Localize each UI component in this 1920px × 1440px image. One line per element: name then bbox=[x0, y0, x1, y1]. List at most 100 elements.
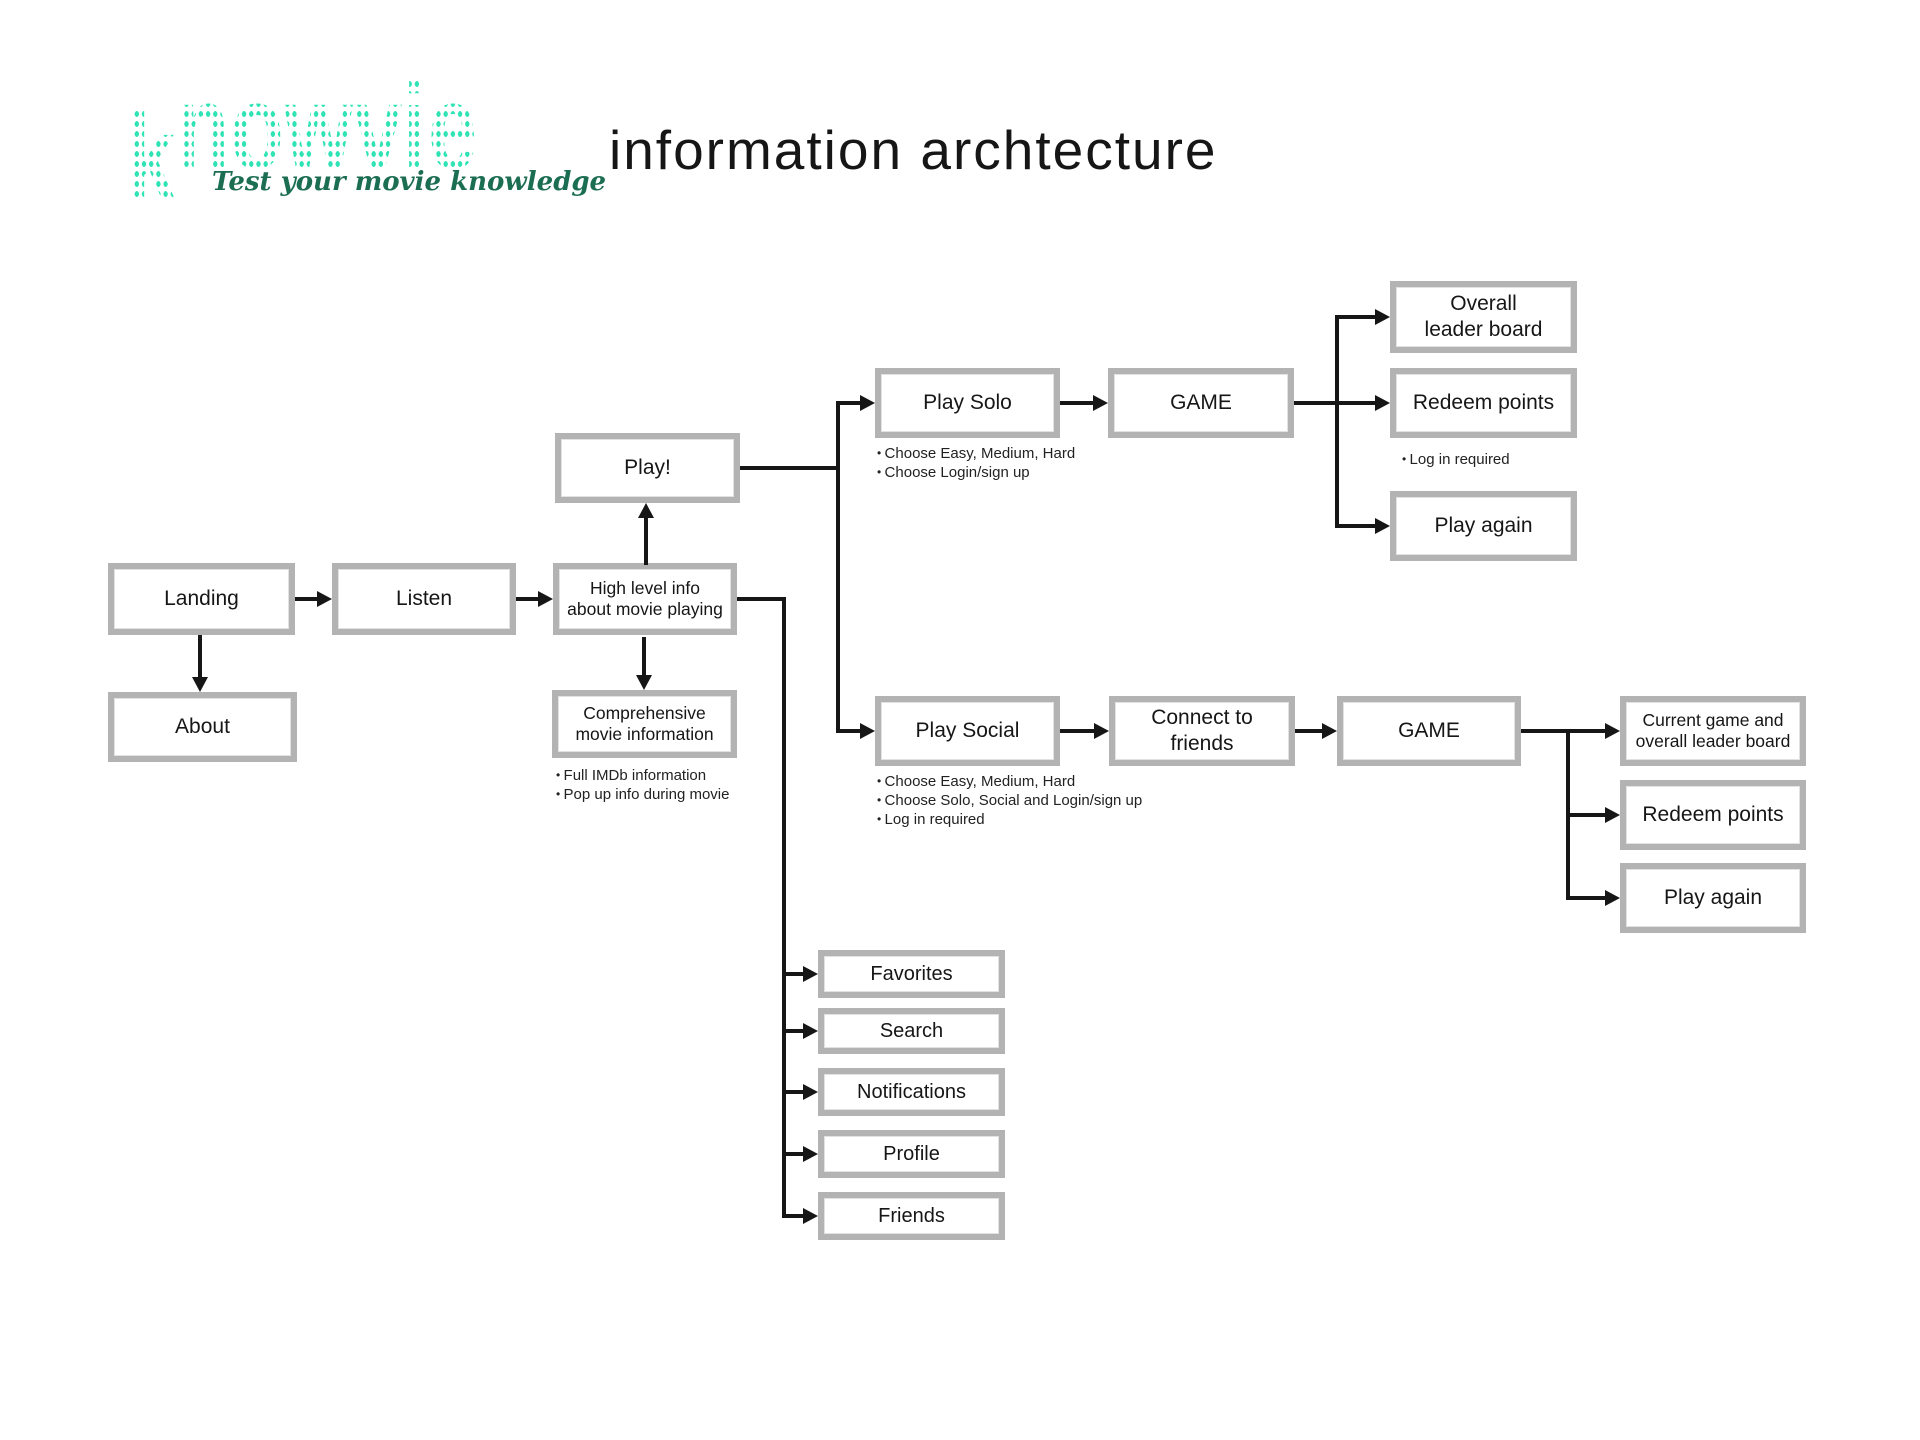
node-redeem-points-social: Redeem points bbox=[1620, 780, 1806, 850]
node-play-solo: Play Solo bbox=[875, 368, 1060, 438]
node-label-line2: overall leader board bbox=[1635, 731, 1791, 751]
arrow-into-comprehensive bbox=[636, 675, 652, 690]
arrow-into-redeem-solo bbox=[1375, 395, 1390, 411]
node-label: Redeem points bbox=[1412, 391, 1555, 415]
arrow-into-listen bbox=[317, 591, 332, 607]
node-listen: Listen bbox=[332, 563, 516, 635]
note-line: Log in required bbox=[877, 810, 1142, 829]
node-overall-leader-board: Overall leader board bbox=[1390, 281, 1577, 353]
connector-branch-playsocial bbox=[840, 729, 862, 733]
connector-branch-overall-leader bbox=[1339, 315, 1376, 319]
connector-play-branch bbox=[740, 466, 840, 470]
page-title: information archtecture bbox=[609, 119, 1218, 181]
arrow-into-play-social bbox=[860, 723, 875, 739]
node-label-line1: Connect to bbox=[1151, 706, 1253, 730]
arrow-into-profile bbox=[803, 1146, 818, 1162]
logo-letter-k: k bbox=[126, 89, 176, 225]
arrow-into-notifications bbox=[803, 1084, 818, 1100]
node-label: About bbox=[175, 715, 230, 739]
node-label: Profile bbox=[883, 1142, 940, 1165]
note-line: Choose Solo, Social and Login/sign up bbox=[877, 791, 1143, 810]
connector-branch-favorites bbox=[786, 972, 804, 976]
arrow-into-highlevel bbox=[538, 591, 553, 607]
node-label-line1: High level info bbox=[590, 577, 700, 598]
node-label: Play again bbox=[1434, 514, 1533, 538]
connector-highlevel-features bbox=[737, 597, 786, 601]
connector-playsocial-connect bbox=[1060, 729, 1095, 733]
arrow-into-current-leader bbox=[1605, 723, 1620, 739]
node-label: Favorites bbox=[870, 962, 953, 985]
arrow-into-favorites bbox=[803, 966, 818, 982]
play-solo-notes: Choose Easy, Medium, Hard Choose Login/s… bbox=[877, 444, 1076, 482]
logo-tagline: Test your movie knowledge bbox=[212, 167, 607, 197]
node-label: GAME bbox=[1398, 719, 1460, 743]
node-label: Landing bbox=[164, 587, 239, 611]
arrow-into-about bbox=[192, 677, 208, 692]
arrow-into-game-social bbox=[1322, 723, 1337, 739]
node-label-line2: friends bbox=[1170, 732, 1234, 755]
note-line: Full IMDb information bbox=[556, 766, 729, 785]
node-favorites: Favorites bbox=[818, 950, 1005, 998]
node-play-again-social: Play again bbox=[1620, 863, 1806, 933]
node-profile: Profile bbox=[818, 1130, 1005, 1178]
arrow-into-game-solo bbox=[1093, 395, 1108, 411]
logo-word-rest: nowvie bbox=[175, 59, 478, 195]
node-friends: Friends bbox=[818, 1192, 1005, 1240]
note-line: Pop up info during movie bbox=[556, 785, 730, 804]
node-label: Play again bbox=[1663, 886, 1763, 910]
node-current-game-leader-board: Current game and overall leader board bbox=[1620, 696, 1806, 766]
connector-branch-current-leader bbox=[1570, 729, 1606, 733]
node-label-line2: movie information bbox=[575, 724, 714, 744]
connector-highlevel-comprehensive bbox=[642, 637, 646, 677]
node-label: Friends bbox=[878, 1204, 945, 1227]
node-redeem-points-solo: Redeem points bbox=[1390, 368, 1577, 438]
knowvie-logo: knowvie bbox=[126, 66, 478, 218]
connector-gamesocial-branch bbox=[1521, 729, 1572, 733]
redeem-points-note: Log in required bbox=[1402, 450, 1510, 469]
connector-highlevel-play bbox=[644, 516, 648, 565]
comprehensive-notes: Full IMDb information Pop up info during… bbox=[556, 766, 730, 804]
node-comprehensive-movie-info: Comprehensive movie information bbox=[552, 690, 737, 758]
node-high-level-info: High level info about movie playing bbox=[553, 563, 737, 635]
node-label: Redeem points bbox=[1642, 803, 1784, 827]
node-label-line1: Overall bbox=[1450, 292, 1517, 316]
note-line: Choose Easy, Medium, Hard bbox=[877, 444, 1076, 463]
node-game-solo: GAME bbox=[1108, 368, 1294, 438]
note-line: Log in required bbox=[1402, 450, 1510, 469]
node-label-line2: about movie playing bbox=[567, 599, 723, 619]
node-label: Notifications bbox=[857, 1080, 966, 1103]
node-search: Search bbox=[818, 1008, 1005, 1054]
arrow-into-play-solo bbox=[860, 395, 875, 411]
node-play-again-solo: Play again bbox=[1390, 491, 1577, 561]
branch-line-play bbox=[836, 401, 840, 733]
arrow-into-redeem-social bbox=[1605, 807, 1620, 823]
connector-branch-playsolo bbox=[840, 401, 862, 405]
arrow-into-friends bbox=[803, 1208, 818, 1224]
node-landing: Landing bbox=[108, 563, 295, 635]
arrow-into-playagain-social bbox=[1605, 890, 1620, 906]
node-label: Search bbox=[879, 1019, 944, 1042]
connector-branch-notifications bbox=[786, 1090, 804, 1094]
node-label-line1: Comprehensive bbox=[583, 702, 706, 723]
arrow-into-connect bbox=[1094, 723, 1109, 739]
note-line: Choose Easy, Medium, Hard bbox=[877, 772, 1142, 791]
node-label-line2: leader board bbox=[1424, 318, 1543, 341]
note-line: Choose Login/sign up bbox=[877, 463, 1075, 482]
connector-branch-playagain-social bbox=[1570, 896, 1606, 900]
arrow-into-overall-leader bbox=[1375, 309, 1390, 325]
connector-branch-search bbox=[786, 1029, 804, 1033]
node-label: Play! bbox=[624, 456, 671, 480]
node-notifications: Notifications bbox=[818, 1068, 1005, 1116]
node-label: Play Social bbox=[915, 719, 1020, 743]
connector-playsolo-game bbox=[1060, 401, 1094, 405]
node-game-social: GAME bbox=[1337, 696, 1521, 766]
node-label: GAME bbox=[1170, 391, 1232, 415]
connector-branch-playagain-solo bbox=[1339, 524, 1376, 528]
play-social-notes: Choose Easy, Medium, Hard Choose Solo, S… bbox=[877, 772, 1143, 830]
arrow-into-search bbox=[803, 1023, 818, 1039]
branch-line-gamesolo bbox=[1335, 315, 1339, 528]
node-play: Play! bbox=[555, 433, 740, 503]
connector-branch-redeem-social bbox=[1570, 813, 1606, 817]
node-label: Listen bbox=[395, 587, 453, 611]
